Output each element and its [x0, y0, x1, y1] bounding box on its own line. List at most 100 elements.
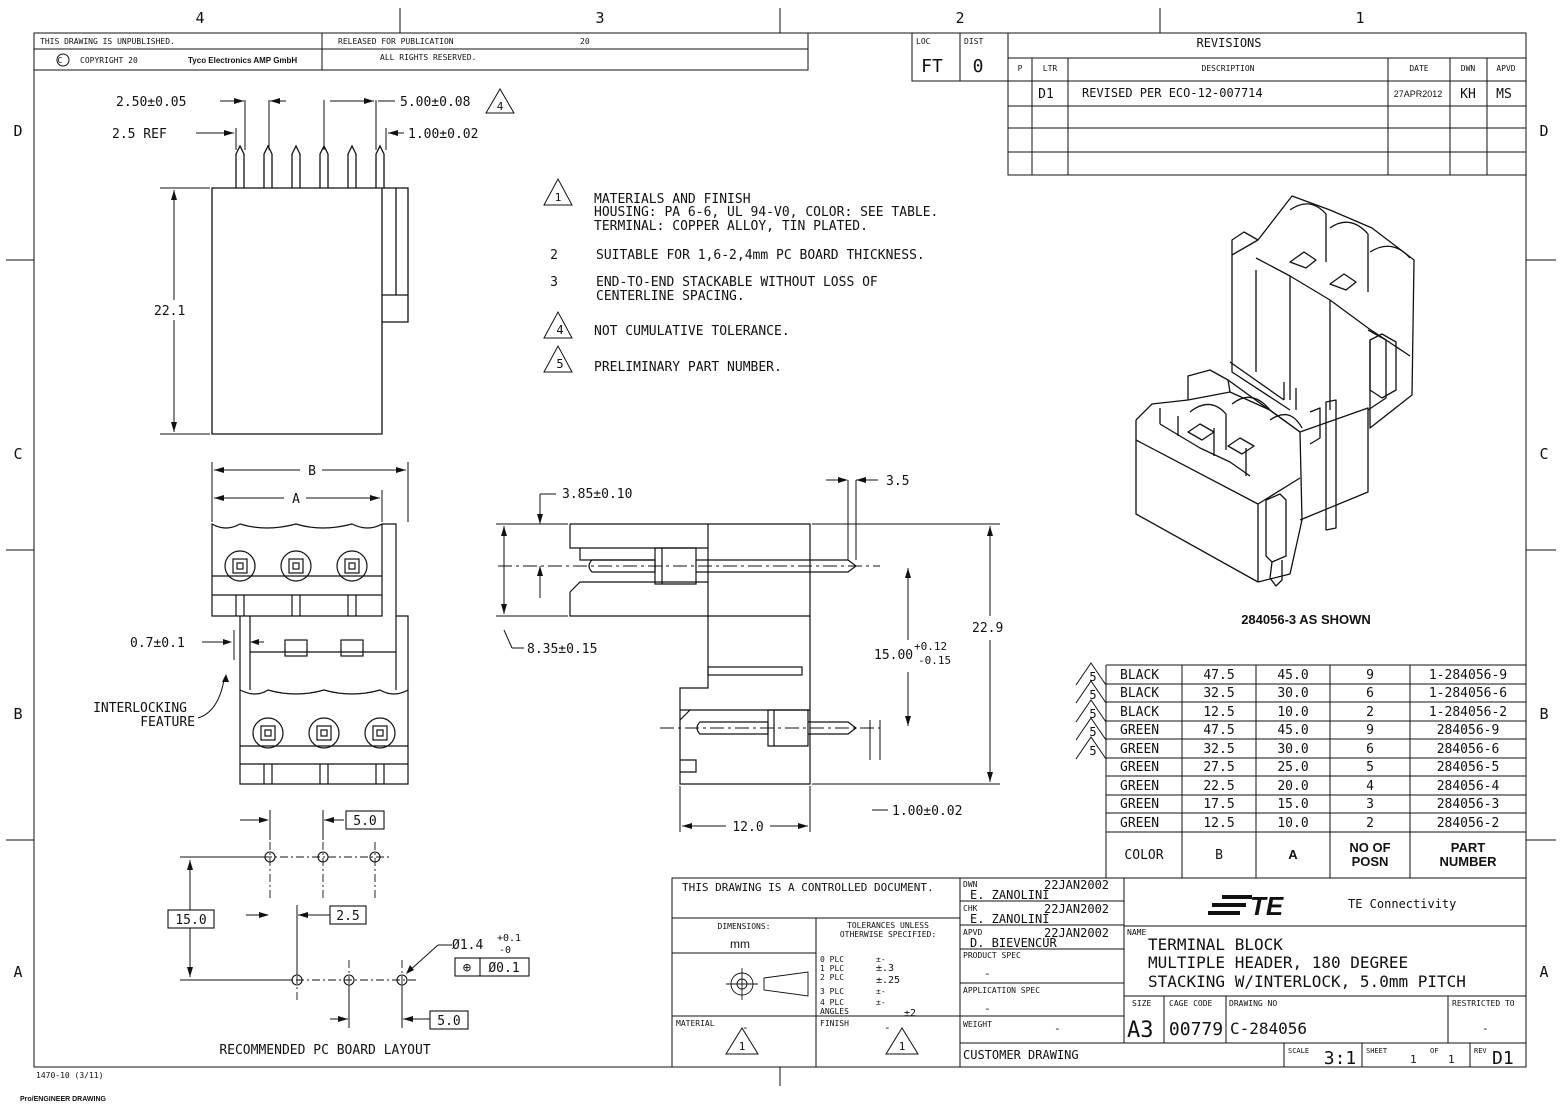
position-tolerance-value: Ø0.1 — [488, 961, 519, 976]
dim-15-00-upper-tol: +0.12 — [914, 640, 947, 653]
col-header-color: COLOR — [1124, 848, 1163, 863]
rev-col-description: DESCRIPTION — [1202, 64, 1255, 73]
table-row: GREEN 22.5 20.0 4 284056-4 — [1120, 779, 1499, 794]
app-spec-value: - — [984, 1002, 991, 1015]
drawing-no-label: DRAWING NO — [1229, 999, 1277, 1008]
note-1-line-3: TERMINAL: COPPER ALLOY, TIN PLATED. — [594, 219, 868, 234]
svg-text:1: 1 — [739, 1040, 746, 1053]
weight-value: - — [1054, 1022, 1061, 1035]
zone-col-3: 3 — [595, 9, 604, 27]
side-view-drawing — [160, 98, 409, 435]
apvd-label: APVD — [963, 928, 982, 937]
note-3-number: 3 — [550, 275, 558, 290]
svg-text:GREEN: GREEN — [1120, 760, 1159, 775]
dim-pin-thickness: 1.00±0.02 — [408, 127, 478, 142]
svg-text:±-: ±- — [876, 998, 886, 1007]
svg-text:ANGLES: ANGLES — [820, 1007, 849, 1016]
svg-text:±-: ±- — [876, 987, 886, 996]
note-5-line-1: PRELIMINARY PART NUMBER. — [594, 360, 782, 375]
front-view-drawing — [197, 462, 409, 785]
rev-date: 27APR2012 — [1394, 89, 1443, 99]
tolerances-label-2: OTHERWISE SPECIFIED: — [840, 930, 936, 939]
svg-text:4: 4 — [497, 100, 504, 113]
note-3-line-2: CENTERLINE SPACING. — [596, 289, 745, 304]
dwn-label: DWN — [963, 880, 978, 889]
svg-text:GREEN: GREEN — [1120, 797, 1159, 812]
svg-text:284056-4: 284056-4 — [1437, 779, 1500, 794]
unpublished-text: THIS DRAWING IS UNPUBLISHED. — [40, 37, 175, 46]
restricted-label: RESTRICTED TO — [1452, 999, 1515, 1008]
section-view-drawing — [496, 477, 1000, 832]
svg-text:17.5: 17.5 — [1203, 797, 1234, 812]
rev-col-date: DATE — [1409, 64, 1428, 73]
rev-description: REVISED PER ECO-12-007714 — [1082, 86, 1263, 100]
svg-text:284056-5: 284056-5 — [1437, 760, 1500, 775]
svg-text:1-284056-9: 1-284056-9 — [1429, 668, 1507, 683]
part-number-table: 5 5 5 5 5 BLACK 47.5 45.0 9 1-284056-9 B… — [672, 662, 1527, 879]
svg-text:284056-6: 284056-6 — [1437, 742, 1500, 757]
dim-pin-width: 2.50±0.05 — [116, 95, 186, 110]
svg-text:30.0: 30.0 — [1277, 686, 1308, 701]
svg-text:284056-9: 284056-9 — [1437, 723, 1500, 738]
dist-label: DIST — [964, 37, 983, 46]
table-row: BLACK 32.5 30.0 6 1-284056-6 — [1120, 686, 1507, 701]
svg-text:45.0: 45.0 — [1277, 723, 1308, 738]
svg-text:284056-3: 284056-3 — [1437, 797, 1500, 812]
pcb-layout-title: RECOMMENDED PC BOARD LAYOUT — [219, 1043, 430, 1058]
te-logo-icon: TE — [1208, 891, 1284, 921]
note-2-line-1: SUITABLE FOR 1,6-2,4mm PC BOARD THICKNES… — [596, 248, 925, 263]
svg-text:32.5: 32.5 — [1203, 686, 1234, 701]
dimensions-unit: mm — [730, 937, 750, 951]
dim-12-0: 12.0 — [732, 820, 763, 835]
rev-apvd: MS — [1496, 87, 1512, 102]
cage-code-value: 00779 — [1169, 1019, 1223, 1040]
sheet-label: SHEET — [1366, 1047, 1388, 1055]
svg-text:BLACK: BLACK — [1120, 705, 1159, 720]
svg-text:12.5: 12.5 — [1203, 705, 1234, 720]
app-spec-label: APPLICATION SPEC — [963, 986, 1040, 995]
interlocking-label: INTERLOCKING — [93, 701, 187, 716]
isometric-caption: 284056-3 AS SHOWN — [1241, 612, 1371, 627]
part-name-line-1: TERMINAL BLOCK — [1148, 935, 1283, 954]
svg-text:GREEN: GREEN — [1120, 779, 1159, 794]
of-value: 1 — [1448, 1053, 1455, 1066]
svg-text:±.3: ±.3 — [876, 963, 894, 974]
svg-text:32.5: 32.5 — [1203, 742, 1234, 757]
rev-col-apvd: APVD — [1496, 64, 1515, 73]
zone-col-1: 1 — [1355, 9, 1364, 27]
col-header-posn-1: NO OF — [1349, 840, 1390, 855]
table-row: GREEN 17.5 15.0 3 284056-3 — [1120, 797, 1499, 812]
svg-text:±2: ±2 — [904, 1008, 916, 1019]
dim-1-00: 1.00±0.02 — [892, 804, 962, 819]
part-name-line-3: STACKING W/INTERLOCK, 5.0mm PITCH — [1148, 972, 1466, 991]
svg-text:BLACK: BLACK — [1120, 686, 1159, 701]
note-3-line-1: END-TO-END STACKABLE WITHOUT LOSS OF — [596, 275, 878, 290]
col-header-a: A — [1288, 847, 1298, 862]
svg-text:9: 9 — [1366, 668, 1374, 683]
col-header-part-2: NUMBER — [1439, 854, 1497, 869]
zone-row-c-left: C — [13, 445, 22, 463]
pcb-stagger: 2.5 — [336, 909, 359, 924]
weight-label: WEIGHT — [963, 1020, 992, 1029]
svg-text:20.0: 20.0 — [1277, 779, 1308, 794]
dwn-date: 22JAN2002 — [1044, 878, 1109, 892]
publication-block: C THIS DRAWING IS UNPUBLISHED. RELEASED … — [33, 32, 809, 71]
svg-text:47.5: 47.5 — [1203, 723, 1234, 738]
flag-3: 5 — [1089, 707, 1096, 721]
svg-text:22.5: 22.5 — [1203, 779, 1234, 794]
preliminary-flags — [1075, 662, 1107, 760]
notes-block: 1 MATERIALS AND FINISH HOUSING: PA 6-6, … — [543, 177, 938, 375]
zone-row-c-right: C — [1539, 445, 1548, 463]
svg-text:GREEN: GREEN — [1120, 723, 1159, 738]
scale-label: SCALE — [1288, 1047, 1309, 1055]
note-1-line-1: MATERIALS AND FINISH — [594, 192, 751, 207]
product-spec-value: - — [984, 967, 991, 980]
rev-col-dwn: DWN — [1461, 64, 1476, 73]
flag-4: 5 — [1089, 725, 1096, 739]
finish-label: FINISH — [820, 1019, 849, 1028]
svg-text:45.0: 45.0 — [1277, 668, 1308, 683]
svg-text:1-284056-6: 1-284056-6 — [1429, 686, 1507, 701]
of-label: OF — [1430, 1047, 1438, 1055]
rev-col-ltr: LTR — [1043, 64, 1058, 73]
dim-pitch: 5.00±0.08 — [400, 95, 470, 110]
